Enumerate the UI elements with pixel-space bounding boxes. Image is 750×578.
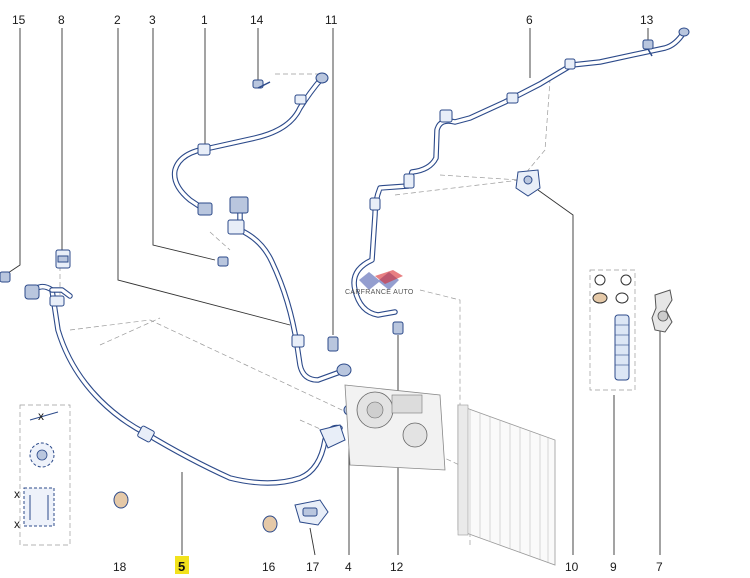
detail-view-upper: x [29,409,59,468]
dryer-cartridge-9 [592,274,632,381]
callout-8: 8 [58,13,65,27]
valve-11 [327,336,339,352]
callout-3: 3 [149,13,156,27]
pipe-2 [227,196,352,383]
callout-13: 13 [640,13,654,27]
bolt-12 [392,321,404,335]
callout-2: 2 [114,13,121,27]
callout-10: 10 [565,560,579,574]
callout-17: 17 [306,560,320,574]
plug-16 [262,515,278,533]
bolt-14 [252,79,271,89]
callout-16: 16 [262,560,276,574]
callout-18: 18 [113,560,127,574]
watermark-logo: CARFRANCE AUTO [345,270,414,296]
pressure-switch-7 [651,289,673,333]
callout-6: 6 [526,13,533,27]
bolt-15 [0,271,11,283]
callout-labels: 15 8 2 3 1 14 11 6 13 18 5 16 17 4 12 10… [12,13,663,574]
callout-1: 1 [201,13,208,27]
watermark-text: CARFRANCE AUTO [345,289,414,296]
callout-9: 9 [610,560,617,574]
pipe-6 [351,27,690,318]
bracket-10 [515,169,541,197]
bolt-13 [642,39,654,57]
pipe-1 [171,72,329,216]
callout-11: 11 [325,13,338,27]
callout-14: 14 [250,13,264,27]
coupler-connector [319,424,346,449]
callout-5: 5 [178,559,185,574]
plug-18 [113,491,129,509]
callout-7: 7 [656,560,663,574]
callout-5-highlight [175,556,189,574]
clamp-17 [294,499,329,526]
valve-8 [55,249,71,269]
callout-12: 12 [390,560,404,574]
compressor [344,384,446,471]
svg-text:x: x [14,517,20,531]
condenser [457,404,556,566]
bolt-3 [217,256,229,267]
callout-4: 4 [345,560,352,574]
svg-text:x: x [38,409,44,423]
detail-view-lower: x x [14,487,55,531]
svg-text:x: x [14,487,20,501]
callout-15: 15 [12,13,26,27]
leader-lines [4,28,661,556]
suction-hose-5 [24,283,343,486]
